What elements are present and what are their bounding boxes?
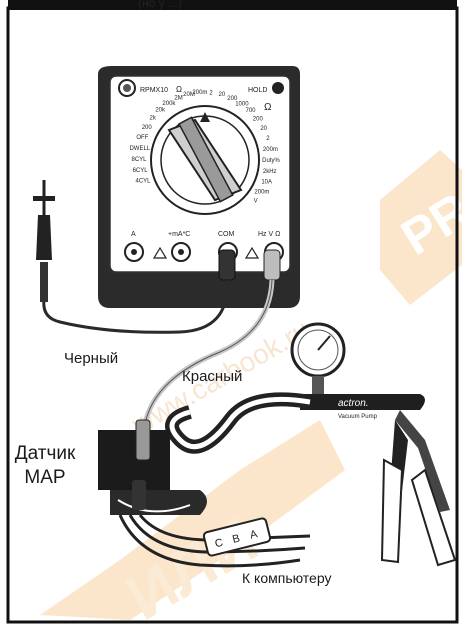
dial-label: 200 bbox=[142, 125, 153, 131]
jack-label-a: A bbox=[131, 231, 136, 238]
map-sensor-label-line2: MAP bbox=[2, 466, 88, 490]
jack-label-vohm: Hz V Ω bbox=[258, 231, 280, 238]
dial-label: 200m bbox=[192, 90, 207, 96]
dial-label: 200k bbox=[162, 101, 176, 107]
dial-label: 1000 bbox=[235, 101, 249, 107]
black-test-probe bbox=[33, 180, 55, 302]
map-sensor-label-line1: Датчик bbox=[2, 442, 88, 466]
hold-button-icon bbox=[272, 82, 284, 94]
dial-label: 6CYL bbox=[133, 168, 149, 174]
dial-label: 200m bbox=[263, 147, 278, 153]
dial-label: 8CYL bbox=[131, 157, 147, 163]
frame-top-cap bbox=[8, 0, 457, 10]
hold-label: HOLD bbox=[248, 87, 267, 94]
dial-label: 2M bbox=[174, 96, 182, 102]
to-computer-label: К компьютеру bbox=[242, 570, 331, 586]
dial-label: 2k bbox=[150, 116, 157, 122]
dial-label: 2kHz bbox=[263, 169, 277, 175]
dial-label: OFF bbox=[136, 135, 148, 141]
map-sensor bbox=[98, 420, 207, 515]
dial-label: 200 bbox=[253, 117, 264, 123]
range-ohm: Ω bbox=[264, 102, 272, 113]
multimeter: RPMX10 Ω HOLD 4CYL 6CYL 8CYL DWELL OFF 200 2k 2… bbox=[98, 66, 300, 308]
dial-label: 10A bbox=[261, 179, 272, 185]
top-caption: (но у ...) bbox=[138, 0, 182, 10]
dial-label: V bbox=[254, 198, 258, 204]
red-wire-label: Красный bbox=[182, 368, 242, 385]
dial-label: 20 bbox=[260, 126, 267, 132]
ohm-mark: Ω bbox=[176, 85, 182, 94]
dial-label: 700 bbox=[245, 108, 256, 114]
dial-label: 20 bbox=[219, 92, 226, 98]
dial-label: 4CYL bbox=[135, 179, 151, 185]
red-plug bbox=[264, 250, 280, 280]
jack-label-com: COM bbox=[218, 231, 235, 238]
rotary-dial bbox=[151, 106, 259, 214]
pump-brand: actron. bbox=[338, 398, 369, 409]
jack-label-ma: +mA*C bbox=[168, 231, 190, 238]
brand-model: RPMX10 bbox=[140, 87, 168, 94]
map-sensor-label: Датчик MAP bbox=[2, 442, 88, 490]
dial-label: DWELL bbox=[129, 146, 150, 152]
pump-model: Vacuum Pump bbox=[338, 414, 378, 420]
dial-label: 20k bbox=[155, 108, 166, 114]
black-wire-label: Черный bbox=[64, 350, 118, 367]
black-plug bbox=[219, 250, 235, 280]
dial-label: 200m bbox=[254, 189, 269, 195]
dial-label: Duty% bbox=[262, 158, 280, 164]
